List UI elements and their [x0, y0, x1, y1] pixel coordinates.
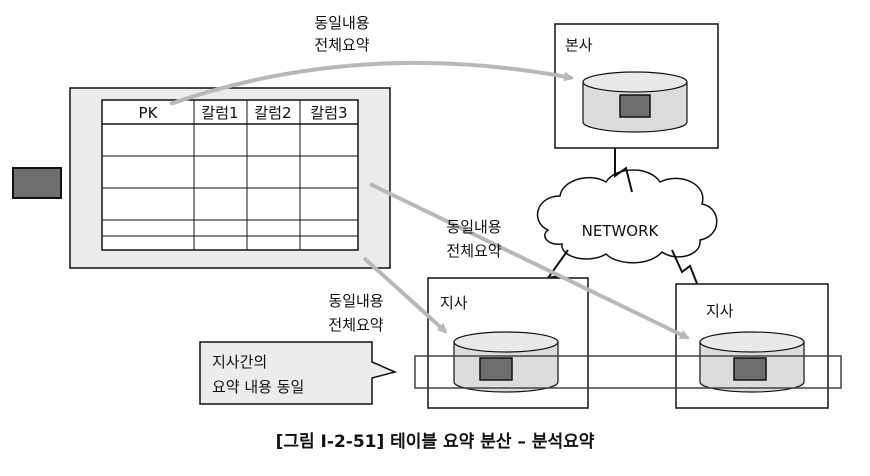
- arrow-label-top-line1: 동일내용: [314, 14, 369, 32]
- note-line-2: 요약 내용 동일: [212, 378, 304, 396]
- branch-1-label: 지사: [440, 294, 468, 312]
- branch-1-database: [453, 331, 559, 393]
- summary-icon: [12, 167, 62, 199]
- link-head-office: [614, 148, 633, 193]
- arrow-label-middle-line2: 전체요약: [446, 242, 501, 260]
- arrow-to-branch-1: [362, 256, 448, 334]
- table-header-pk: PK: [139, 104, 159, 122]
- table-header-col3: 칼럼3: [310, 104, 347, 122]
- link-branch-2: [671, 249, 703, 297]
- arrow-label-left-line1: 동일내용: [328, 292, 383, 310]
- arrow-label-top-line2: 전체요약: [314, 36, 369, 54]
- table-header-col1: 칼럼1: [201, 104, 238, 122]
- head-office-database: [582, 71, 688, 133]
- branch-2-label: 지사: [706, 302, 734, 320]
- summary-table: PK 칼럼1 칼럼2 칼럼3: [101, 99, 359, 251]
- branch-1-data-icon: [479, 357, 513, 381]
- network-label: NETWORK: [582, 222, 660, 240]
- note-callout: 지사간의 요약 내용 동일: [199, 341, 398, 405]
- note-line-1: 지사간의: [212, 353, 267, 371]
- head-office-label: 본사: [565, 36, 593, 54]
- figure-caption: [그림 Ⅰ-2-51] 테이블 요약 분산 – 분석요약: [276, 431, 595, 452]
- arrow-label-left-line2: 전체요약: [328, 316, 383, 334]
- arrow-label-middle-line1: 동일내용: [446, 218, 501, 236]
- table-header-col2: 칼럼2: [254, 104, 291, 122]
- network-cloud: NETWORK: [536, 169, 718, 264]
- arrow-to-head-office: [169, 60, 574, 106]
- branch-sync-band: [414, 355, 842, 389]
- arrow-to-branch-2: [369, 182, 690, 340]
- branch-2-database: [699, 331, 805, 393]
- branch-2-data-icon: [733, 357, 767, 381]
- head-office-data-icon: [619, 94, 651, 118]
